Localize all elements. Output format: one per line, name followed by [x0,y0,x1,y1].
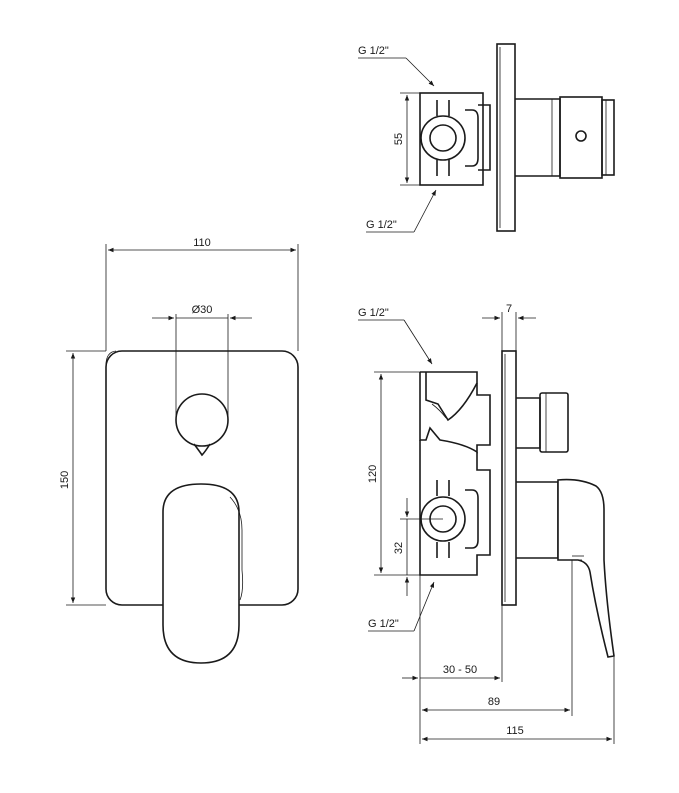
diverter-knob [175,393,229,447]
top-view: G 1/2" G 1/2" 55 [358,43,615,233]
side-depth-range-label: 30 - 50 [443,664,477,676]
top-body [419,92,484,186]
top-mounting-plate [496,43,516,232]
side-mounting-plate [501,350,517,606]
top-spacing-dim-label: 55 [393,133,405,145]
cover-plate-edge [105,350,117,366]
side-depth-dim-label: 89 [488,696,500,708]
side-view: G 1/2" G 1/2" 7 120 32 30 - 50 [358,303,615,744]
top-thread-top-label: G 1/2" [358,45,389,57]
side-diverter-knob [516,397,541,449]
lever-handle-shade [229,496,244,601]
top-inlet-inner [429,124,457,152]
side-thread-top-label: G 1/2" [358,307,389,319]
side-plate-dim-label: 7 [506,303,512,315]
side-total-depth-label: 115 [506,725,524,737]
height-dim-label: 150 [59,471,71,489]
side-thread-bottom-label: G 1/2" [368,618,399,630]
side-lever-body [516,481,559,559]
side-lower-dim-label: 32 [393,542,405,554]
width-dim-label: 110 [193,237,211,249]
knob-tab [193,443,211,457]
side-lever-handle [557,478,615,658]
side-upper-outlet [420,371,478,422]
side-height-dim-label: 120 [367,465,379,483]
top-thread-bottom-label: G 1/2" [366,219,397,231]
front-view: 110 Ø30 150 [59,237,299,664]
top-cartridge [515,98,561,177]
lever-handle [162,483,240,664]
top-inlet-outer [420,115,466,161]
knob-dim-label: Ø30 [192,304,213,316]
